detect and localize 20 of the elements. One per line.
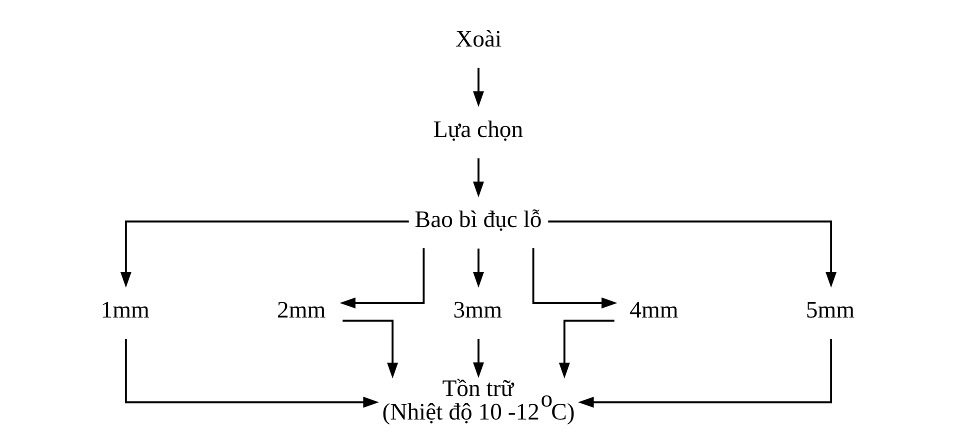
node-text: Xoài (456, 26, 502, 52)
arrow (532, 248, 618, 308)
arrow (473, 158, 484, 198)
node-text: Lựa chọn (433, 116, 524, 143)
node-text: 2mm (277, 297, 326, 324)
node-text: 3mm (453, 297, 502, 324)
arrow (473, 68, 484, 107)
node-text: 4mm (630, 297, 678, 324)
arrow (473, 338, 484, 378)
node-text: Bao bì đục lỗ (414, 207, 542, 234)
arrow (558, 320, 614, 378)
arrow (578, 338, 832, 408)
arrow (473, 248, 484, 288)
arrow (120, 220, 409, 288)
arrow (124, 338, 379, 408)
arrow (340, 248, 425, 308)
arrow (342, 320, 398, 378)
arrow (548, 220, 837, 288)
node-text: 1mm (100, 297, 150, 324)
node-text: 5mm (806, 297, 855, 324)
